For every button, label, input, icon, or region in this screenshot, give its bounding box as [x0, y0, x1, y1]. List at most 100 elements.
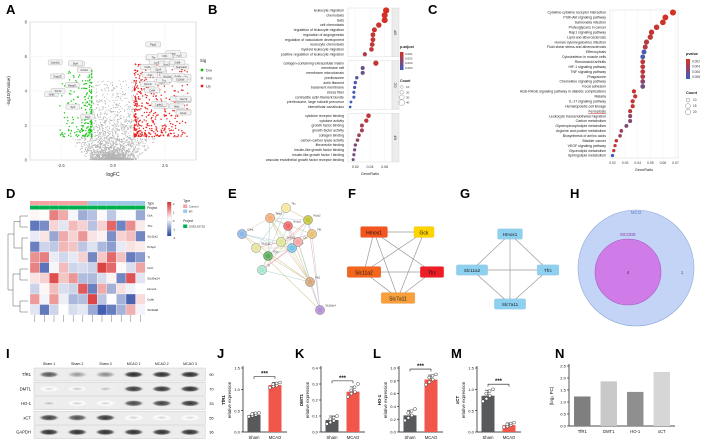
svg-text:Control: Control	[189, 204, 199, 208]
svg-text:Ptgs2: Ptgs2	[150, 44, 157, 47]
svg-text:regulation of leukocyte migrat: regulation of leukocyte migration	[294, 28, 344, 32]
svg-text:Timp1: Timp1	[275, 212, 282, 215]
svg-text:2.0: 2.0	[560, 376, 566, 381]
svg-text:Camk2a: Camk2a	[51, 62, 61, 65]
svg-text:0.07: 0.07	[672, 161, 679, 165]
svg-text:0.006: 0.006	[692, 70, 700, 74]
svg-text:Slc39a14: Slc39a14	[325, 304, 336, 307]
svg-text:Grin2a: Grin2a	[81, 69, 89, 72]
svg-text:MCAO 1: MCAO 1	[127, 362, 141, 366]
svg-text:-1: -1	[173, 228, 176, 232]
svg-text:Gclc: Gclc	[147, 266, 154, 270]
panel-h-label: H	[570, 186, 580, 201]
svg-text:Tfrc: Tfrc	[147, 224, 153, 228]
svg-text:Tfrc: Tfrc	[544, 268, 553, 273]
svg-text:20: 20	[406, 90, 410, 94]
svg-text:Socs3: Socs3	[163, 64, 170, 67]
svg-text:1.0: 1.0	[560, 400, 566, 405]
svg-text:leukocyte chemotaxis: leukocyte chemotaxis	[311, 43, 345, 47]
svg-text:0.5: 0.5	[234, 408, 240, 413]
svg-text:0.002: 0.002	[405, 57, 413, 61]
svg-text:1.0: 1.0	[390, 366, 396, 371]
svg-text:MCAO: MCAO	[269, 435, 282, 440]
svg-text:Efferocytosis: Efferocytosis	[586, 50, 606, 54]
svg-text:MCAO: MCAO	[425, 435, 438, 440]
svg-text:Sham: Sham	[327, 435, 338, 440]
svg-text:Slc39a14: Slc39a14	[147, 276, 160, 280]
svg-text:0.001: 0.001	[405, 52, 413, 56]
svg-text:1: 1	[681, 270, 684, 275]
svg-text:HO-1: HO-1	[21, 401, 32, 406]
svg-text:Hematopoietic cell lineage: Hematopoietic cell lineage	[565, 104, 606, 108]
svg-text:Ferroptosis: Ferroptosis	[588, 109, 606, 113]
svg-text:Type: Type	[183, 199, 190, 203]
svg-text:2.5: 2.5	[162, 163, 168, 168]
svg-text:15: 15	[693, 104, 697, 108]
svg-text:MCODE: MCODE	[620, 232, 636, 237]
svg-text:Project: Project	[183, 219, 193, 223]
svg-text:MCAO 2: MCAO 2	[155, 362, 169, 366]
svg-text:IL-17 signaling pathway: IL-17 signaling pathway	[569, 99, 606, 103]
svg-text:Project: Project	[147, 206, 157, 210]
svg-text:8: 8	[25, 20, 28, 25]
svg-text:Sham 1: Sham 1	[43, 362, 55, 366]
svg-text:30: 30	[406, 96, 410, 100]
svg-text:pvalue: pvalue	[686, 52, 698, 56]
svg-text:Tnc: Tnc	[162, 79, 167, 82]
svg-text:TNF signaling pathway: TNF signaling pathway	[570, 70, 606, 74]
svg-text:0.3: 0.3	[312, 382, 318, 387]
svg-text:Arginine and proline metabolis: Arginine and proline metabolism	[556, 129, 606, 133]
svg-text:relative expression: relative expression	[383, 381, 388, 418]
panel-k-label: K	[295, 346, 305, 361]
svg-text:HIF-1 signaling pathway: HIF-1 signaling pathway	[568, 65, 606, 69]
panel-c-kegg-dotplot: C Cytokine-cytokine receptor interaction…	[420, 0, 709, 186]
svg-text:Cd14: Cd14	[159, 81, 165, 84]
expression-heatmap: TypeProjectGckTfrcSlc11a2Pcbp2TfGclcSlc3…	[7, 199, 205, 322]
svg-text:Pcbp2: Pcbp2	[313, 214, 321, 217]
svg-text:Slc11a2: Slc11a2	[355, 270, 373, 276]
svg-text:Cp: Cp	[303, 236, 307, 239]
svg-text:Rasgrf1: Rasgrf1	[68, 84, 77, 87]
svg-text:Lipid and atherosclerosis: Lipid and atherosclerosis	[567, 35, 606, 39]
svg-text:Lgals3: Lgals3	[156, 103, 164, 106]
svg-text:0.004: 0.004	[692, 65, 700, 69]
svg-text:0.008: 0.008	[692, 75, 700, 79]
svg-text:Gpx4: Gpx4	[155, 69, 161, 72]
svg-text:0.1: 0.1	[312, 414, 318, 419]
svg-text:Slc11a2: Slc11a2	[464, 268, 481, 273]
svg-text:2.5: 2.5	[560, 364, 566, 369]
panel-g-label: G	[460, 186, 471, 201]
svg-text:Down: Down	[206, 69, 212, 73]
svg-text:xCT: xCT	[658, 429, 666, 434]
svg-text:2: 2	[25, 123, 28, 128]
svg-text:Rheumatoid arthritis: Rheumatoid arthritis	[575, 60, 607, 64]
svg-text:Sham 3: Sham 3	[99, 362, 111, 366]
svg-text:Focal adhesion: Focal adhesion	[582, 85, 606, 89]
svg-text:0.04: 0.04	[634, 161, 641, 165]
svg-text:collagen-containing extracellu: collagen-containing extracellular matrix	[283, 61, 344, 65]
svg-text:Nrgn: Nrgn	[85, 116, 91, 119]
svg-text:|log₂ FC|: |log₂ FC|	[549, 387, 555, 405]
svg-text:4: 4	[25, 89, 28, 94]
svg-text:AGE-RAGE signaling pathway in: AGE-RAGE signaling pathway in diabetic c…	[520, 90, 606, 94]
svg-text:Hmox1: Hmox1	[293, 220, 302, 223]
svg-text:S100a8: S100a8	[176, 79, 185, 82]
svg-text:Slc11a2: Slc11a2	[147, 234, 158, 238]
svg-text:relative expression: relative expression	[305, 381, 310, 418]
svg-text:Proteoglycans in cancer: Proteoglycans in cancer	[569, 25, 607, 29]
svg-text:Count: Count	[686, 91, 698, 95]
svg-text:0.0: 0.0	[390, 430, 396, 435]
svg-text:cell chemotaxis: cell chemotaxis	[320, 23, 344, 27]
svg-text:CC: CC	[394, 82, 398, 87]
svg-text:Not: Not	[206, 77, 212, 81]
svg-text:Slc39a8: Slc39a8	[147, 308, 158, 312]
svg-text:taxis: taxis	[337, 18, 344, 22]
svg-text:***: ***	[261, 372, 269, 378]
svg-text:40: 40	[406, 101, 410, 105]
